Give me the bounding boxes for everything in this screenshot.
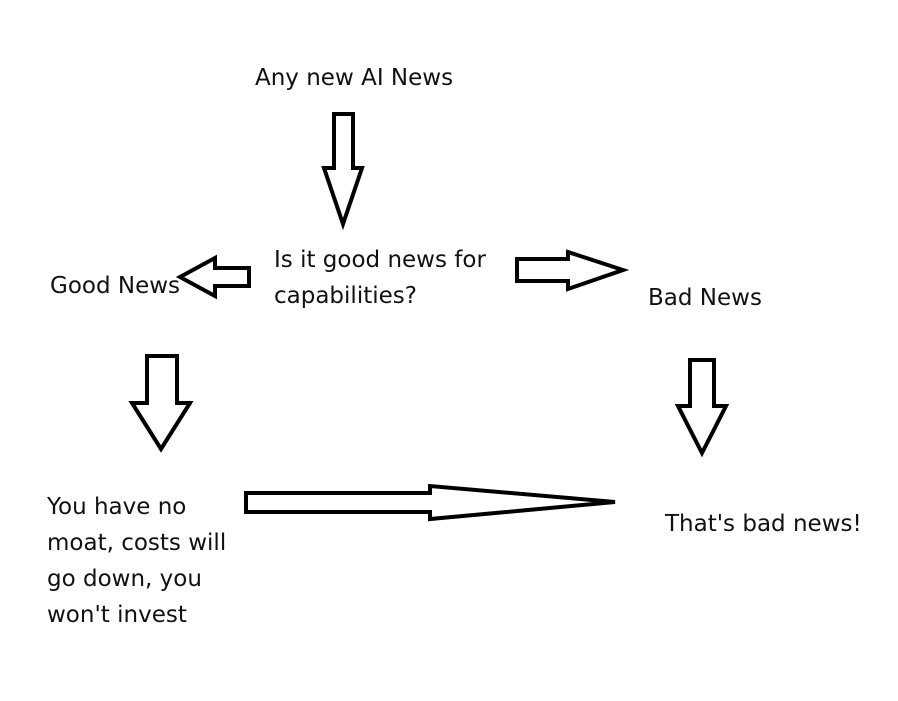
node-bad-news: Bad News bbox=[648, 280, 762, 316]
node-any-new-ai-news: Any new AI News bbox=[255, 60, 453, 96]
node-is-it-good-news: Is it good news for capabilities? bbox=[274, 242, 486, 314]
arrow-question-to-good bbox=[175, 254, 251, 300]
node-good-news-text: Good News bbox=[50, 273, 181, 299]
node-is-it-good-news-line-2: capabilities? bbox=[274, 283, 417, 309]
arrow-start-to-question bbox=[321, 112, 365, 231]
node-good-outcome-line-3: go down, you bbox=[47, 566, 202, 592]
node-good-outcome-line-2: moat, costs will bbox=[47, 530, 227, 556]
arrow-bad-to-outcome bbox=[674, 358, 730, 458]
node-is-it-good-news-line-1: Is it good news for bbox=[274, 247, 486, 273]
node-good-outcome: You have no moat, costs will go down, yo… bbox=[47, 489, 226, 633]
node-bad-outcome-text: That's bad news! bbox=[665, 511, 862, 537]
node-any-new-ai-news-text: Any new AI News bbox=[255, 65, 454, 91]
arrow-outcome-to-bad-outcome bbox=[244, 483, 616, 522]
node-bad-outcome: That's bad news! bbox=[665, 506, 862, 542]
node-good-outcome-line-4: won't invest bbox=[47, 602, 187, 628]
arrow-good-to-outcome bbox=[128, 354, 194, 453]
node-good-news: Good News bbox=[50, 268, 180, 304]
node-good-outcome-line-1: You have no bbox=[47, 494, 187, 520]
arrow-question-to-bad bbox=[515, 249, 630, 292]
node-bad-news-text: Bad News bbox=[648, 285, 762, 311]
